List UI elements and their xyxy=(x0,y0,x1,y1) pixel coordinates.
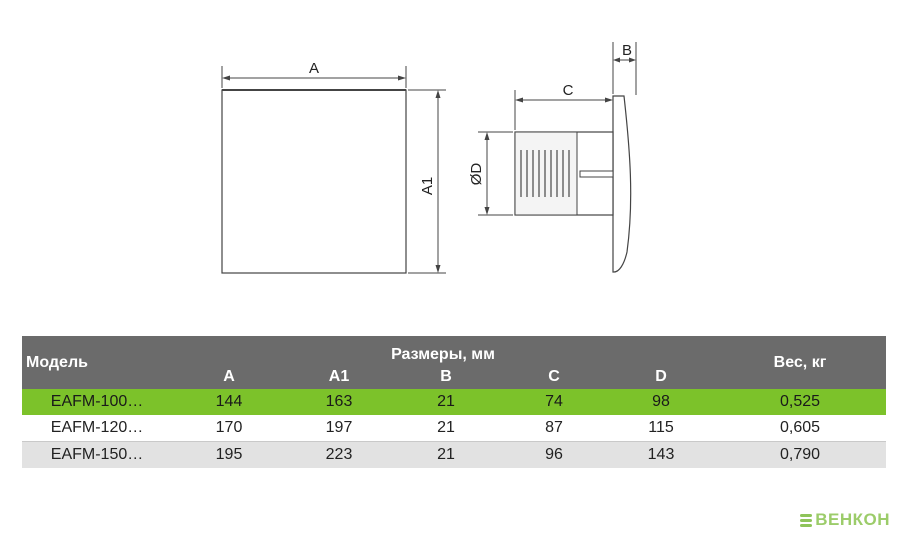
label-b: B xyxy=(622,42,632,59)
model-cell: EAFM-150… xyxy=(22,441,172,468)
header-col-c: C xyxy=(500,364,608,389)
spec-table: Модель Размеры, мм Вес, кг A A1 B C D EA… xyxy=(22,336,887,468)
front-panel xyxy=(221,89,407,274)
table-row: EAFM-150… 195 223 21 96 143 0,790 xyxy=(22,441,887,468)
label-a1: A1 xyxy=(419,177,436,195)
cell-a: 195 xyxy=(172,441,286,468)
cell-c: 87 xyxy=(500,415,608,442)
header-model: Модель xyxy=(22,336,172,389)
side-view xyxy=(514,95,632,273)
cell-b: 21 xyxy=(392,389,500,415)
label-a: A xyxy=(309,60,319,77)
brand-name: ВЕНКОН xyxy=(815,510,890,529)
brand-logo-icon xyxy=(800,513,813,527)
cell-weight: 0,605 xyxy=(714,415,887,442)
header-col-a: A xyxy=(172,364,286,389)
cell-a1: 223 xyxy=(286,441,392,468)
table-row: EAFM-120… 170 197 21 87 115 0,605 xyxy=(22,415,887,442)
cell-c: 96 xyxy=(500,441,608,468)
cell-a1: 163 xyxy=(286,389,392,415)
dim-c: C xyxy=(514,80,614,130)
table-row: EAFM-100… 144 163 21 74 98 0,525 xyxy=(22,389,887,415)
dim-a1: A1 xyxy=(408,89,446,274)
cell-a: 170 xyxy=(172,415,286,442)
cell-weight: 0,790 xyxy=(714,441,887,468)
cell-a1: 197 xyxy=(286,415,392,442)
cell-c: 74 xyxy=(500,389,608,415)
label-d: ØD xyxy=(468,163,485,186)
cell-weight: 0,525 xyxy=(714,389,887,415)
cell-a: 144 xyxy=(172,389,286,415)
model-cell: EAFM-120… xyxy=(22,415,172,442)
cell-b: 21 xyxy=(392,441,500,468)
cell-d: 98 xyxy=(608,389,715,415)
header-weight: Вес, кг xyxy=(714,336,887,389)
dim-a: A xyxy=(221,60,407,88)
brand-watermark: ВЕНКОН xyxy=(800,510,890,530)
header-col-b: B xyxy=(392,364,500,389)
dimension-drawing: A A1 C xyxy=(221,42,637,274)
header-col-a1: A1 xyxy=(286,364,392,389)
dim-b: B xyxy=(612,42,637,95)
header-col-d: D xyxy=(608,364,715,389)
cell-b: 21 xyxy=(392,415,500,442)
model-cell: EAFM-100… xyxy=(22,389,172,415)
dim-d: ØD xyxy=(468,131,513,216)
cell-d: 143 xyxy=(608,441,715,468)
label-c: C xyxy=(563,82,574,99)
cell-d: 115 xyxy=(608,415,715,442)
header-dimensions: Размеры, мм xyxy=(172,336,715,364)
